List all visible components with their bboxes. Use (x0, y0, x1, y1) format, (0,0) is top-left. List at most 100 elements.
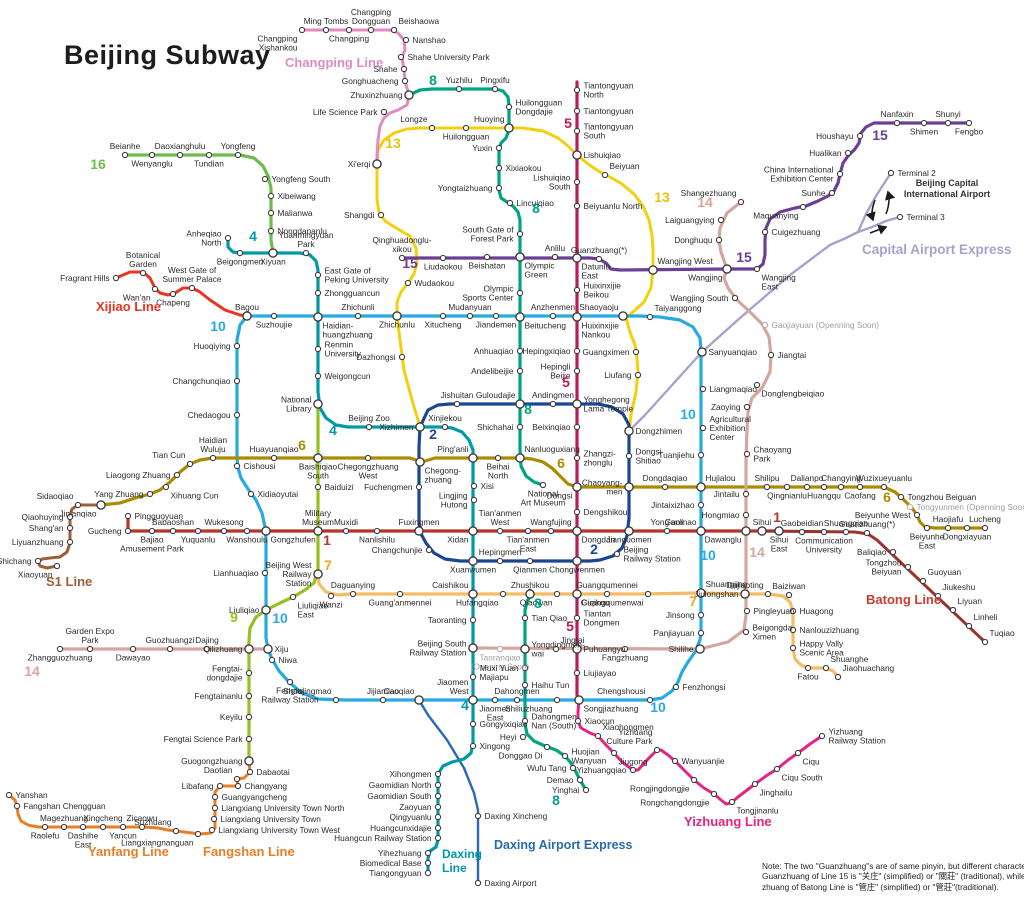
station-label-yongfeng-south: Yongfeng South (272, 174, 331, 184)
station-liufang (634, 371, 642, 379)
station-jishuitan (453, 400, 461, 408)
station-olympic-sports-center (516, 289, 524, 297)
station-label-yong-anli: Yong'anli (650, 517, 683, 527)
station-gongzhufen (261, 526, 271, 536)
station-sunhe (828, 189, 836, 197)
station-beigongda-ximen (742, 628, 750, 636)
station-xinjiekou (441, 423, 449, 431)
station-jiugong (610, 749, 618, 757)
airport-loop-arrows (865, 190, 896, 235)
station-label-dajing: Dajing (195, 635, 219, 645)
station-label-dalianpo: Dalianpo (791, 473, 824, 483)
line-label-yanfang-line: Yanfang Line (88, 844, 169, 859)
station-biomedical-base (424, 859, 432, 867)
station-yizhuang-railway-station (818, 732, 826, 740)
station-liangmaqiao (699, 385, 707, 393)
station-label-ming-tombs: Ming Tombs (304, 16, 349, 26)
station-label-liangmaqiao: Liangmaqiao (710, 384, 758, 394)
station-yizhuang-culture-park (653, 746, 661, 754)
station-label-dawanglu: Dawanglu (705, 535, 742, 545)
station-zicaowu (138, 823, 146, 831)
station-fatou (804, 664, 812, 672)
station-tiantongyuan-south (573, 127, 581, 135)
station-label-dongsi: Dongsi (547, 491, 573, 501)
station-label-sihui: Sihui (753, 517, 772, 527)
station-ciqikou (572, 589, 582, 599)
station-label-guanzhuang: Guanzhuang(*) (571, 245, 628, 255)
station-label-wanshoulu: Wanshoulu (226, 535, 268, 545)
station-beigongmen (236, 249, 244, 257)
station-dawanglu (741, 526, 751, 536)
station-rongjingdongjie (690, 776, 698, 784)
station-label-tongzhou-beiguan: Tongzhou Beiguan (908, 492, 977, 502)
station-liaogong-zhuang (173, 471, 181, 479)
station-label-yanshan: Yanshan (16, 790, 49, 800)
station-label-tiantongyuan: Tiantongyuan (584, 106, 634, 116)
line-badge-14-32: 14 (24, 663, 40, 679)
station-dengshikou (573, 508, 581, 516)
station-label-tongyunmen-openning-soon: Tongyunmen (Openning Soon) (917, 502, 1024, 512)
station-caofang (856, 483, 864, 491)
station-laiguangying (717, 216, 725, 224)
station-yuxin (495, 144, 503, 152)
station-label-fangshan-chengguan: Fangshan Chengguan (24, 801, 106, 811)
station-baishiqiao-south (313, 453, 323, 463)
station-label-tundian: Tundian (194, 159, 224, 169)
line-label-xijiao-line: Xijiao Line (96, 299, 161, 314)
station-tongjinanlu (728, 798, 736, 806)
station-label-wanzi: Wanzi (320, 600, 343, 610)
station-huojian-wanyuan (561, 752, 569, 760)
station-label-xiju: Xiju (275, 644, 289, 654)
station-puhuangyu (572, 644, 582, 654)
station-label-wangjing-south: Wangjing South (670, 293, 729, 303)
station-huixinxijie-beikou (573, 286, 581, 294)
station-guangyangcheng (211, 793, 219, 801)
station-baiziwan (785, 591, 793, 599)
station-label-donggao-di: Donggao Di (499, 751, 543, 761)
station-guanzhuang (863, 529, 871, 537)
station-label-shuangqiao: Shuangqiao (824, 518, 869, 528)
station-demao (576, 776, 584, 784)
station-dashihe-east (79, 823, 87, 831)
station-label-weigongcun: Weigongcun (325, 371, 371, 381)
station-label-beigongmen: Beigongmen (217, 257, 264, 267)
station-label-jinghailu: Jinghailu (760, 788, 793, 798)
station-label-jin-anqiao: Jin'anqiao (59, 509, 96, 519)
station-label-guangyangcheng: Guangyangcheng (222, 792, 288, 802)
station-label-changchunqiao: Changchunqiao (172, 376, 231, 386)
station-guangqumennei (603, 590, 611, 598)
station-jingtai (552, 645, 560, 653)
station-label-jintaixizhao: Jintaixizhao (651, 500, 695, 510)
station-label-shichahai: Shichahai (477, 422, 514, 432)
station-label-anzhenmen: Anzhenmen (531, 302, 576, 312)
line-badge-13-10: 13 (654, 189, 670, 205)
station-label-dahongmen: Dahongmen (494, 686, 540, 696)
station-label-gucheng: Gucheng (88, 526, 122, 536)
station-beiyunhe-west (913, 511, 921, 519)
station-dongzhimen (624, 426, 634, 436)
station-chaoyang-park (743, 450, 751, 458)
station-label-songjiazhuang: Songjiazhuang (584, 704, 639, 714)
station-dongsi-shitiao (625, 452, 633, 460)
station-label-zhichunlu: Zhichunlu (379, 320, 415, 330)
station-label-caofang: Caofang (844, 491, 876, 501)
station-label-chongwenmen: Chongwenmen (549, 565, 605, 575)
station-label-xingong: Xingong (480, 741, 511, 751)
station-yonghegong-lama-temple (572, 399, 582, 409)
line-badge-10-16: 10 (272, 610, 288, 626)
line-badge-8-5: 8 (532, 200, 540, 216)
station-mudanyuan (466, 312, 474, 320)
station-label-keyilu: Keyilu (220, 712, 243, 722)
station-label-chegong-zhuang: Chegong-zhuang (425, 466, 462, 485)
station-changchunqiao (233, 377, 241, 385)
station-lingjing-hutong (470, 496, 478, 504)
station-label-xinjiekou: Xinjiekou (428, 413, 462, 423)
